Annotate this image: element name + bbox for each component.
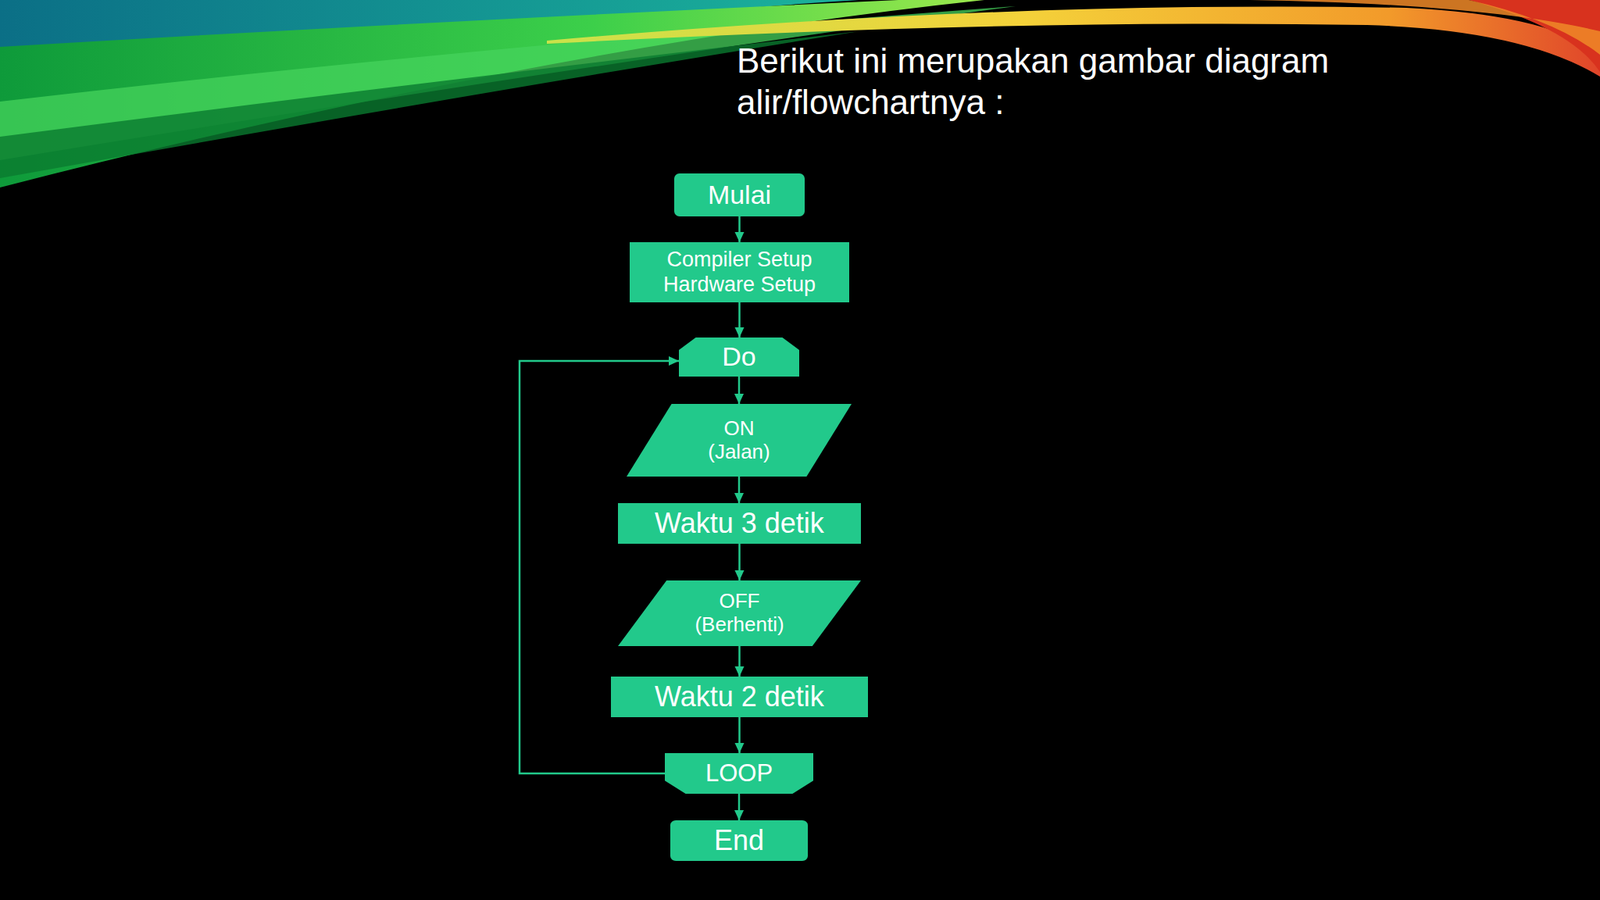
- node-label: Do: [721, 341, 756, 372]
- node-label: Compiler Setup: [666, 247, 812, 272]
- io-parallelogram: ON(Jalan): [626, 403, 852, 477]
- loop-limit-end: LOOP: [664, 753, 814, 794]
- node-label: ON: [724, 417, 755, 441]
- shape-fill: [664, 753, 814, 794]
- shape-fill: [626, 403, 852, 477]
- flow-arrow: [738, 302, 741, 338]
- process-box: Waktu 3 detik: [617, 503, 861, 544]
- flow-arrow: [738, 216, 741, 243]
- shape-fill: [617, 580, 861, 647]
- node-label: End: [714, 824, 765, 857]
- terminator: Mulai: [674, 173, 805, 217]
- node-label: Waktu 2 detik: [654, 680, 825, 713]
- shape-fill: [629, 242, 850, 303]
- terminator: End: [670, 820, 808, 861]
- loop-limit-start: Do: [678, 337, 800, 377]
- node-label: Hardware Setup: [663, 272, 816, 297]
- io-parallelogram: OFF(Berhenti): [617, 580, 861, 647]
- shape-fill: [674, 173, 805, 217]
- node-label: Waktu 3 detik: [654, 507, 825, 540]
- shape-fill: [678, 337, 800, 377]
- flow-arrow: [738, 476, 741, 504]
- process-box: Compiler SetupHardware Setup: [629, 242, 850, 303]
- flow-arrow: [738, 543, 741, 581]
- shape-fill: [617, 503, 861, 544]
- node-label: (Jalan): [707, 440, 770, 465]
- shape-fill: [610, 676, 868, 718]
- node-label: (Berhenti): [694, 613, 784, 637]
- node-label: LOOP: [705, 759, 773, 788]
- flow-arrow: [738, 717, 741, 754]
- flow-arrow: [738, 376, 741, 404]
- node-label: OFF: [719, 589, 761, 614]
- flow-arrow: [738, 646, 741, 677]
- flow-arrow: [738, 793, 741, 821]
- node-label: Mulai: [707, 179, 772, 211]
- process-box: Waktu 2 detik: [610, 676, 868, 718]
- shape-fill: [670, 820, 808, 861]
- slide-title: Berikut ini merupakan gambar diagram ali…: [736, 40, 1503, 124]
